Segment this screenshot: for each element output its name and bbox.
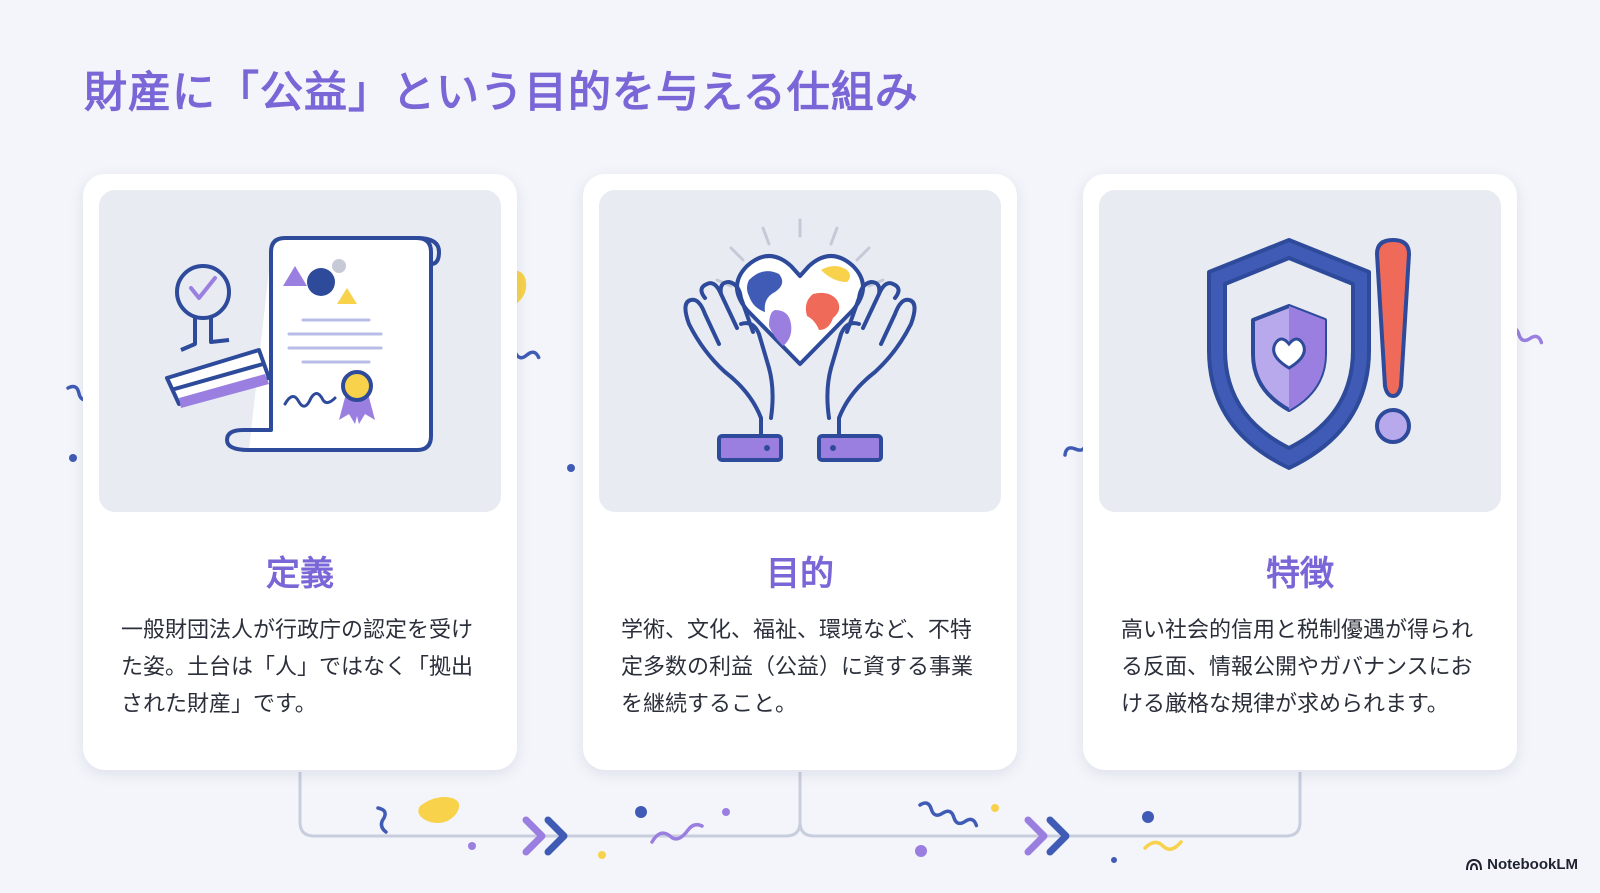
- certificate-stamp-icon: [165, 236, 441, 452]
- card-body: 一般財団法人が行政庁の認定を受けた姿。土台は「人」ではなく「拠出された財産」です…: [121, 618, 474, 717]
- card-illustration: [1099, 190, 1501, 512]
- hands-heart-globe-icon: [683, 218, 917, 462]
- card-heading: 定義: [266, 554, 334, 594]
- brand-footer: NotebookLM: [1466, 856, 1578, 873]
- brand-label: NotebookLM: [1487, 856, 1578, 873]
- chevron-arrows: [522, 816, 1070, 856]
- notebooklm-logo-icon: [1466, 858, 1483, 870]
- card-illustration: [599, 190, 1001, 512]
- card-body: 高い社会的信用と税制優遇が得られる反面、情報公開やガバナンスにおける厳格な規律が…: [1121, 618, 1474, 717]
- card-heading: 目的: [766, 554, 834, 594]
- card-features: 特徴 高い社会的信用と税制優遇が得られる反面、情報公開やガバナンスにおける厳格な…: [1083, 174, 1517, 770]
- card-illustration: [99, 190, 501, 512]
- card-body: 学術、文化、福祉、環境など、不特定多数の利益（公益）に資する事業を継続すること。: [621, 618, 974, 717]
- page-title: 財産に「公益」という目的を与える仕組み: [84, 68, 919, 118]
- card-definition: 定義 一般財団法人が行政庁の認定を受けた姿。土台は「人」ではなく「拠出された財産…: [83, 174, 517, 770]
- card-heading: 特徴: [1266, 554, 1334, 594]
- card-purpose: 目的 学術、文化、福祉、環境など、不特定多数の利益（公益）に資する事業を継続する…: [583, 174, 1017, 770]
- shield-warning-icon: [1207, 238, 1411, 470]
